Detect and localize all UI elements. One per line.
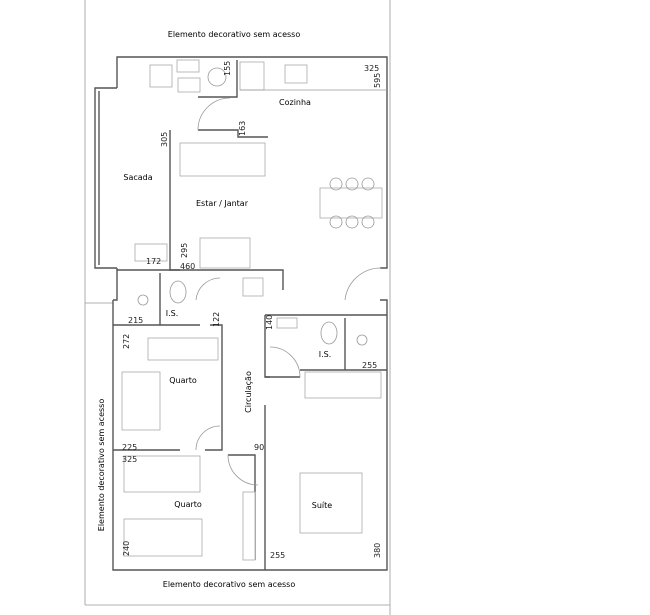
dimension: 163 bbox=[238, 121, 247, 136]
room-bedroom-1: Quarto bbox=[169, 376, 197, 385]
sink-icon bbox=[276, 317, 298, 329]
dimension: 240 bbox=[122, 541, 131, 556]
wardrobe-icon bbox=[147, 337, 219, 361]
bed-icon bbox=[123, 518, 203, 557]
shower-drain-icon bbox=[137, 294, 149, 306]
bed-icon bbox=[299, 472, 363, 534]
dimension: 255 bbox=[362, 361, 377, 370]
toilet-icon bbox=[320, 321, 338, 345]
site-boundary bbox=[84, 0, 391, 615]
room-wc-1: I.S. bbox=[166, 309, 179, 318]
decorative-label-top: Elemento decorativo sem acesso bbox=[168, 30, 301, 39]
dimension: 325 bbox=[122, 455, 137, 464]
dimension: 255 bbox=[270, 551, 285, 560]
bed-icon bbox=[123, 455, 201, 493]
dimension: 215 bbox=[128, 316, 143, 325]
room-bedroom-2: Quarto bbox=[174, 500, 202, 509]
interior-walls bbox=[113, 60, 387, 570]
dimension: 272 bbox=[122, 334, 131, 349]
stove-icon bbox=[239, 61, 265, 91]
exterior-walls bbox=[94, 56, 388, 571]
room-balcony: Sacada bbox=[123, 173, 152, 182]
tv-unit-icon bbox=[199, 237, 251, 269]
chair-icon bbox=[242, 277, 264, 297]
room-hall: Circulação bbox=[244, 371, 253, 413]
toilet-icon bbox=[169, 280, 187, 304]
room-living: Estar / Jantar bbox=[196, 199, 249, 208]
washing-machine-icon bbox=[207, 67, 227, 87]
dimension: 90 bbox=[254, 443, 264, 452]
shower-drain-icon bbox=[356, 334, 368, 346]
furniture bbox=[121, 59, 387, 561]
sofa-icon bbox=[179, 142, 266, 177]
dimension: 122 bbox=[212, 312, 221, 327]
dining-table-icon bbox=[319, 187, 383, 219]
wardrobe-icon bbox=[242, 491, 256, 561]
dimension: 595 bbox=[373, 73, 382, 88]
dimension: 140 bbox=[265, 315, 274, 330]
decorative-label-left: Elemento decorativo sem acesso bbox=[97, 399, 106, 532]
dimension: 305 bbox=[160, 132, 169, 147]
room-suite: Suíte bbox=[312, 501, 333, 510]
decorative-label-bottom: Elemento decorativo sem acesso bbox=[163, 580, 296, 589]
dimension: 225 bbox=[122, 443, 137, 452]
wardrobe-icon bbox=[304, 371, 382, 399]
sink-icon bbox=[177, 77, 201, 93]
dimension: 295 bbox=[180, 243, 189, 258]
dimension: 155 bbox=[223, 61, 232, 76]
dimension: 460 bbox=[180, 262, 195, 271]
room-wc-2: I.S. bbox=[319, 350, 332, 359]
dimension: 380 bbox=[373, 543, 382, 558]
kitchen-sink-icon bbox=[284, 64, 308, 84]
shower-icon bbox=[149, 64, 173, 88]
dimension: 172 bbox=[146, 257, 161, 266]
doors bbox=[195, 97, 382, 486]
dimension-labels: 155 325 595 163 305 172 295 460 215 122 … bbox=[122, 61, 382, 560]
bed-icon bbox=[121, 371, 161, 431]
dimension: 325 bbox=[364, 64, 379, 73]
room-kitchen: Cozinha bbox=[279, 98, 311, 107]
